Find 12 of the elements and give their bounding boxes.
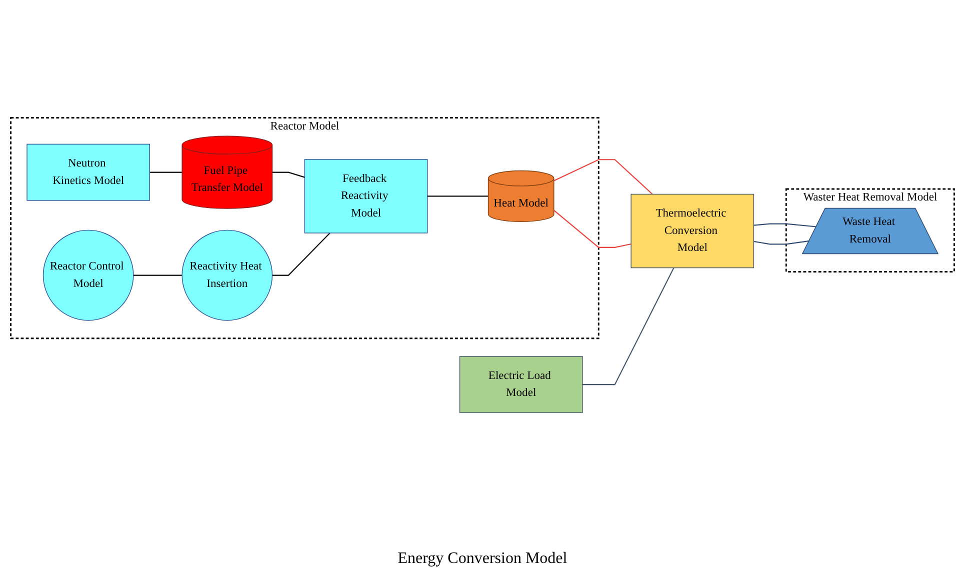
circle-node: Reactor Control Model (42, 230, 134, 320)
group-label: Energy Conversion Model (398, 550, 568, 567)
process-box: Electric Load Model (459, 356, 583, 413)
process-box: Thermoelectric Conversion Model (630, 194, 754, 268)
group-title: Waster Heat Removal Model (803, 190, 938, 204)
process-box: Neutron Kinetics Model (26, 144, 150, 201)
group-title: Reactor Model (270, 120, 340, 132)
trapezoid-node: Waste Heat Removal (802, 208, 939, 254)
process-box: Feedback Reactivity Model (304, 158, 428, 234)
cylinder-node: Heat Model (488, 170, 554, 222)
circle-node: Reactivity Heat Insertion (182, 230, 273, 320)
cylinder-node: Fuel Pipe Transfer Model (182, 136, 273, 209)
